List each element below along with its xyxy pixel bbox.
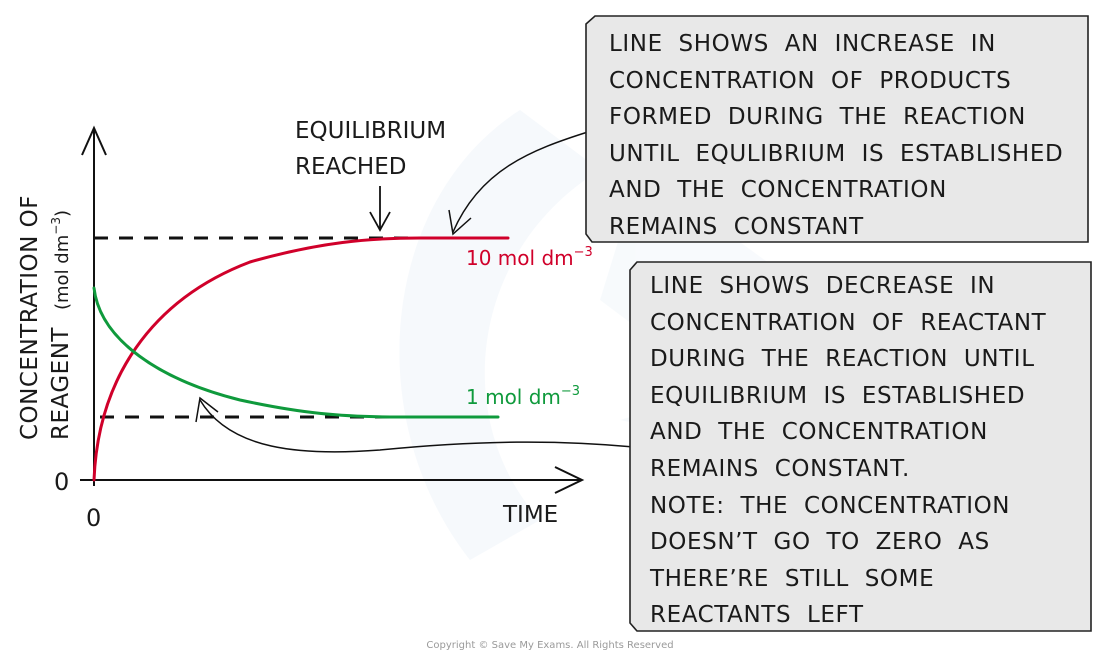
y-axis-unit: (mol dm−3) bbox=[49, 210, 73, 310]
reactant-note-line: LINE SHOWS DECREASE IN bbox=[650, 273, 996, 299]
reactant-note-box bbox=[629, 261, 1092, 632]
reactant-note-line: DOESN’T GO TO ZERO AS bbox=[650, 529, 990, 556]
y-axis-unit-exponent: −3 bbox=[49, 217, 63, 235]
y-axis-label-text: CONCENTRATION OF bbox=[17, 195, 43, 440]
origin-y-label: 0 bbox=[54, 468, 69, 496]
reactant-note-line: EQUILIBRIUM IS ESTABLISHED bbox=[650, 382, 1026, 409]
reactant-value-label: 1 mol dm−3 bbox=[466, 384, 580, 409]
equilibrium-down-arrow-icon bbox=[369, 186, 391, 232]
x-axis-arrowhead-icon bbox=[554, 466, 585, 494]
product-value-text: 10 mol dm bbox=[466, 246, 574, 270]
copyright-notice: Copyright © Save My Exams. All Rights Re… bbox=[426, 640, 674, 651]
x-axis bbox=[80, 466, 585, 494]
reactant-value-text: 1 mol dm bbox=[466, 385, 561, 409]
reactant-note-line: CONCENTRATION OF REACTANT bbox=[650, 309, 1047, 336]
product-value-exponent: −3 bbox=[574, 245, 593, 260]
reactant-note-line: DURING THE REACTION UNTIL bbox=[650, 346, 1035, 373]
product-note-line: REMAINS CONSTANT bbox=[609, 213, 864, 240]
reactant-note-line: NOTE: THE CONCENTRATION bbox=[650, 492, 1011, 519]
product-value-label: 10 mol dm−3 bbox=[466, 245, 593, 270]
y-axis-arrowhead-icon bbox=[81, 125, 107, 156]
product-note-line: AND THE CONCENTRATION bbox=[609, 177, 947, 204]
x-axis-label: TIME bbox=[502, 502, 558, 528]
y-axis-label-line2: REAGENT bbox=[48, 327, 74, 440]
origin-x-label: 0 bbox=[86, 504, 101, 532]
reactant-note-line: REMAINS CONSTANT. bbox=[650, 455, 910, 482]
reactant-value-exponent: −3 bbox=[561, 384, 580, 399]
product-note-line: LINE SHOWS AN INCREASE IN bbox=[609, 31, 996, 57]
equilibrium-label-line2: REACHED bbox=[295, 154, 406, 180]
reactant-note-text: LINE SHOWS DECREASE IN CONCENTRATION OF R… bbox=[650, 268, 1046, 634]
y-axis bbox=[81, 125, 107, 486]
y-axis-label-line2-text: REAGENT bbox=[48, 327, 74, 440]
reactant-note-line: AND THE CONCENTRATION bbox=[650, 419, 988, 446]
product-curve bbox=[92, 236, 510, 482]
product-note-box bbox=[585, 15, 1089, 243]
product-note-line: CONCENTRATION OF PRODUCTS bbox=[609, 67, 1012, 94]
reactant-note-line: THERE’RE STILL SOME bbox=[650, 565, 935, 592]
product-note-line: UNTIL EQULIBRIUM IS ESTABLISHED bbox=[609, 140, 1064, 167]
equilibrium-label-line1: EQUILIBRIUM bbox=[295, 118, 446, 144]
reactant-curve bbox=[92, 286, 500, 419]
product-note-line: FORMED DURING THE REACTION bbox=[609, 104, 1026, 131]
y-axis-label: CONCENTRATION OF bbox=[17, 195, 43, 440]
y-axis-unit-close: ) bbox=[52, 210, 73, 217]
y-axis-unit-text: (mol dm bbox=[52, 235, 73, 310]
reactant-note-line: REACTANTS LEFT bbox=[650, 602, 864, 629]
product-note-text: LINE SHOWS AN INCREASE IN CONCENTRATION O… bbox=[609, 26, 1063, 246]
